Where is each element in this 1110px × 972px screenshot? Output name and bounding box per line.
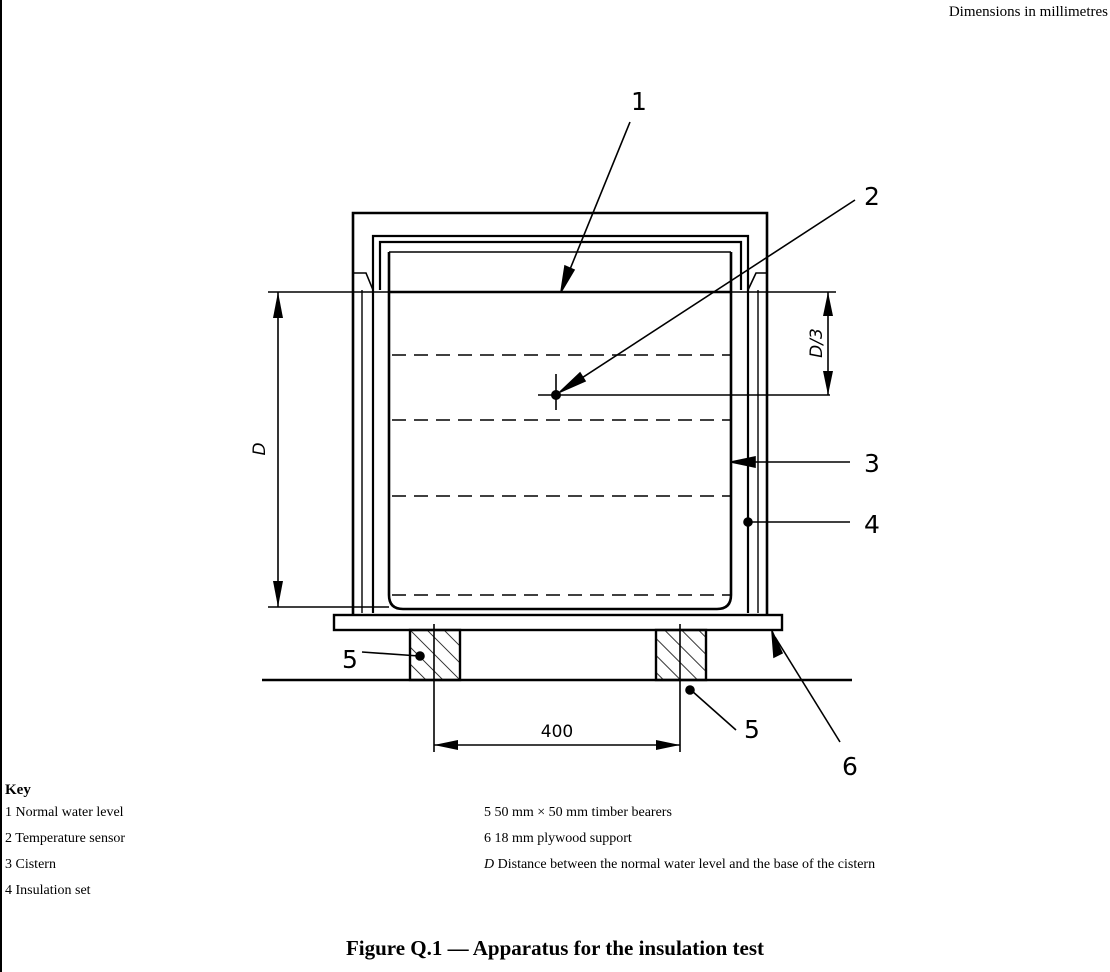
callout-2: 2 [864, 182, 880, 211]
key-item-symbol: 2 [5, 831, 12, 846]
key-item-symbol: 5 [484, 805, 491, 820]
key-item-text: Distance between the normal water level … [497, 857, 876, 872]
dimension-d [268, 291, 389, 608]
key-item: 2 Temperature sensor [5, 831, 125, 847]
callout-1: 1 [631, 87, 647, 116]
dimension-label-d: D [250, 442, 270, 455]
figure-caption: Figure Q.1 — Apparatus for the insulatio… [345, 936, 765, 960]
dimension-400 [433, 624, 681, 752]
dimension-d-third [731, 291, 836, 395]
insulation-set [351, 211, 769, 615]
timber-bearer-right [654, 628, 708, 682]
dimensions-note: Dimensions in millimetres [948, 4, 1108, 20]
key-item-symbol: 4 [5, 883, 12, 898]
key-item-symbol: 6 [484, 831, 491, 846]
callout-6: 6 [842, 752, 858, 780]
key-item-text: Cistern [15, 857, 56, 872]
key-item-text: Temperature sensor [15, 831, 126, 846]
leader-lines [361, 121, 856, 743]
temperature-sensor [538, 374, 830, 410]
dashed-level-lines [392, 354, 730, 596]
key-item-symbol: 3 [5, 857, 12, 872]
callout-4: 4 [864, 510, 880, 539]
callout-3: 3 [864, 449, 880, 478]
key-item-text: Insulation set [15, 883, 91, 898]
key-item: 1 Normal water level [5, 805, 124, 821]
plywood-support [332, 613, 784, 632]
dimension-label-d-third: D/3 [807, 328, 827, 358]
key-item-symbol: 1 [5, 805, 12, 820]
key-item: 6 18 mm plywood support [484, 831, 632, 847]
key-item: 3 Cistern [5, 857, 56, 873]
cistern [378, 240, 743, 611]
key-item-text: 18 mm plywood support [494, 831, 632, 846]
key-item: 5 50 mm × 50 mm timber bearers [484, 805, 672, 821]
key-title: Key [5, 782, 31, 798]
dimension-label-400: 400 [541, 722, 573, 742]
key-item: D Distance between the normal water leve… [484, 857, 875, 873]
key-item-text: 50 mm × 50 mm timber bearers [494, 805, 672, 820]
key-item-text: Normal water level [15, 805, 124, 820]
apparatus-drawing: D D/3 400 1 2 3 4 5 5 6 [250, 87, 880, 780]
key-item-symbol: D [484, 857, 495, 872]
key-item: 4 Insulation set [5, 883, 91, 899]
callout-5-left: 5 [342, 645, 358, 674]
callout-5-right: 5 [744, 715, 760, 744]
